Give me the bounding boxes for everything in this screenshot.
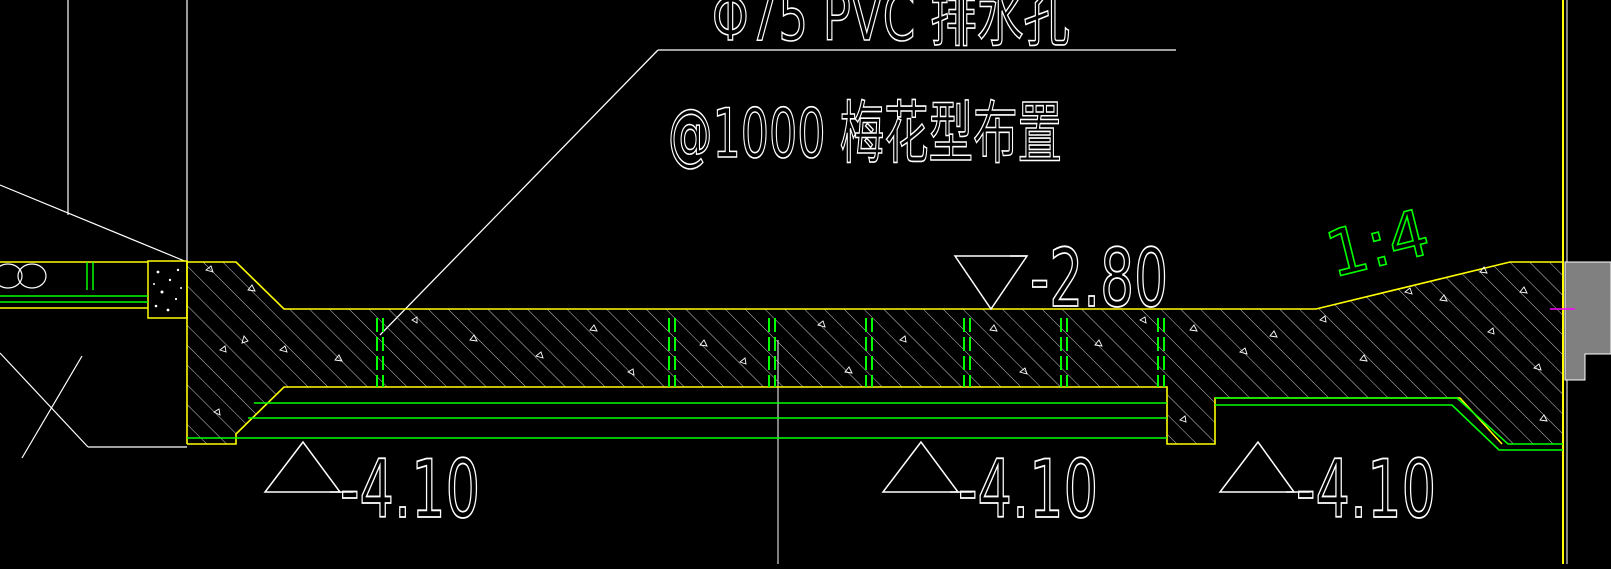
pipe-section-icon bbox=[0, 263, 47, 289]
drain-hole-spacing-note: @1000 梅花型布置 bbox=[668, 95, 1062, 174]
elevation-symbols bbox=[263, 255, 1310, 493]
elevation-bottom-left-symbol bbox=[263, 440, 342, 493]
elevation-top-symbol bbox=[953, 255, 1029, 311]
elevation-bottom-mid-symbol bbox=[881, 440, 960, 493]
elevation-bottom-mid-label: -4.10 bbox=[958, 443, 1098, 536]
note-leader-line bbox=[379, 49, 1176, 336]
aggregate-marks bbox=[205, 265, 1548, 423]
gravel-fill bbox=[153, 268, 182, 312]
drain-hole-markers bbox=[376, 318, 1165, 387]
right-wall bbox=[1550, 261, 1611, 381]
elevation-top-label: -2.80 bbox=[1030, 232, 1168, 325]
waterproof-membrane-lines bbox=[187, 397, 1563, 451]
elevation-bottom-right-label: -4.10 bbox=[1296, 443, 1436, 536]
drain-hole-note: Φ75 PVC 排水孔 bbox=[712, 0, 1070, 56]
concrete-slab-hatch bbox=[187, 262, 1563, 444]
elevation-bottom-right-symbol bbox=[1218, 440, 1296, 493]
elevation-bottom-left-label: -4.10 bbox=[340, 443, 480, 536]
left-structure-lines bbox=[0, 0, 188, 459]
